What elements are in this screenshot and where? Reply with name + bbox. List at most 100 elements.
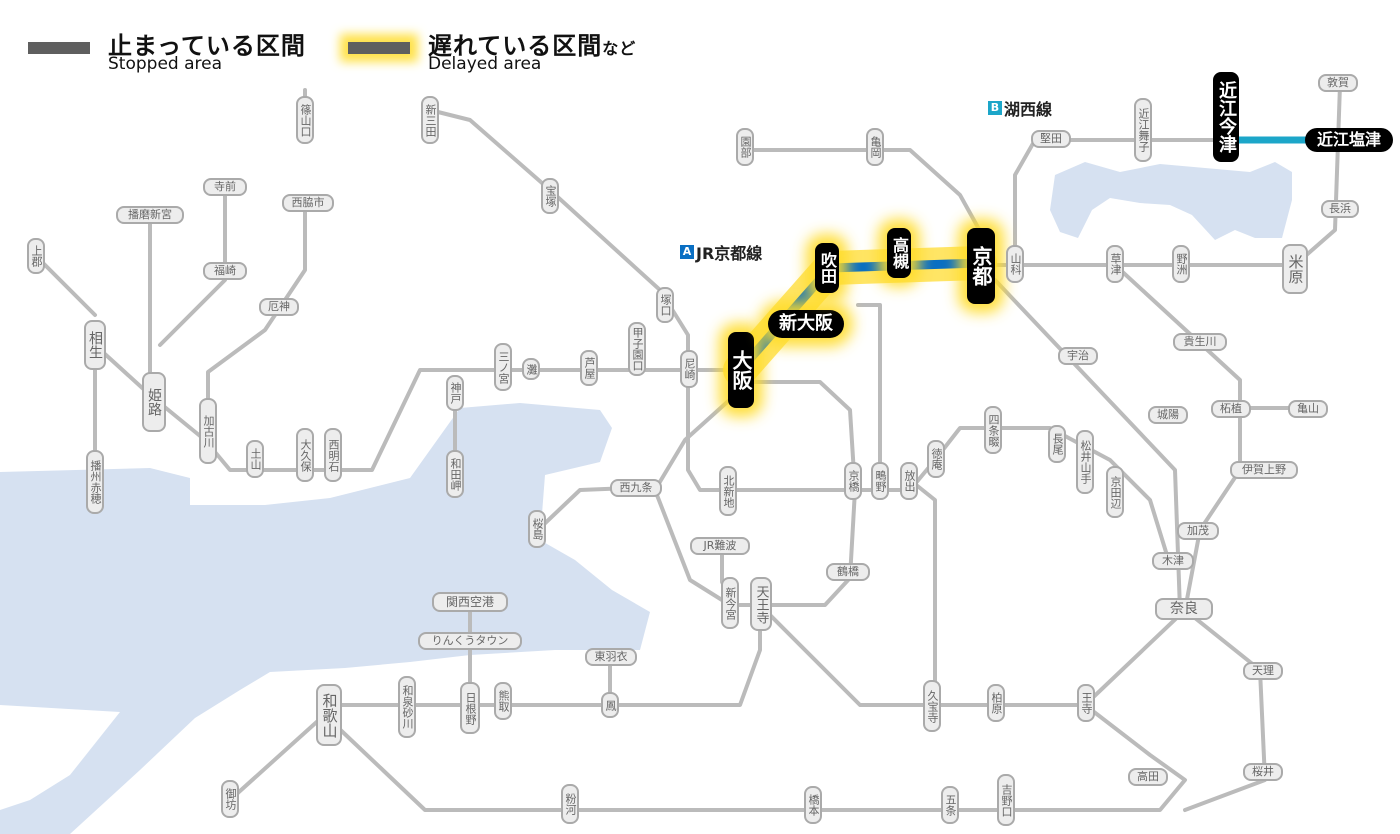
track-osaka-higashi (856, 303, 882, 492)
station-iga-ueno[interactable]: 伊賀上野 (1230, 461, 1298, 479)
track-sanin (738, 148, 987, 242)
station-kibukawa[interactable]: 貴生川 (1173, 333, 1227, 351)
station-kameoka[interactable]: 亀岡 (866, 128, 884, 166)
station-sasayamaguchi[interactable]: 篠山口 (296, 96, 314, 144)
station-nada[interactable]: 灘 (522, 358, 540, 380)
track-tozai (686, 368, 882, 492)
station-omi-maiko[interactable]: 近江舞子 (1134, 98, 1152, 162)
station-kokawa[interactable]: 粉河 (561, 784, 579, 824)
station-shin-osaka[interactable]: 新大阪 (768, 310, 844, 338)
station-nishiwakishi[interactable]: 西脇市 (282, 194, 334, 212)
track-tokaido-east (978, 83, 1342, 267)
line-badge-a: A (680, 245, 694, 259)
station-hanaten[interactable]: 放出 (900, 462, 918, 500)
station-kusatsu[interactable]: 草津 (1106, 245, 1124, 283)
track-kosei (1013, 138, 1227, 267)
station-katata[interactable]: 堅田 (1031, 130, 1071, 148)
station-jr-namba[interactable]: JR難波 (690, 537, 750, 555)
station-wadamisaki[interactable]: 和田岬 (446, 450, 464, 498)
station-rinku-town[interactable]: りんくうタウン (418, 632, 522, 650)
station-kumatori[interactable]: 熊取 (494, 682, 512, 720)
station-kamigori[interactable]: 上郡 (27, 238, 45, 274)
station-fukusaki[interactable]: 福崎 (203, 262, 247, 280)
station-hineno[interactable]: 日根野 (460, 682, 480, 734)
station-otori[interactable]: 鳳 (601, 692, 619, 718)
station-nishikujo[interactable]: 西九条 (610, 479, 662, 497)
station-kashiwara[interactable]: 柏原 (987, 684, 1005, 722)
track-hanwa (328, 613, 762, 707)
legend-delayed-swatch (348, 42, 410, 54)
station-takatsuki[interactable]: 高槻 (887, 228, 911, 278)
legend-delayed-en: Delayed area (428, 54, 542, 74)
station-tokuan[interactable]: 徳庵 (927, 440, 945, 478)
station-kamo[interactable]: 加茂 (1177, 522, 1219, 540)
station-tennoji[interactable]: 天王寺 (750, 577, 772, 631)
station-ashiya[interactable]: 芦屋 (580, 350, 598, 386)
station-matsuiyamate[interactable]: 松井山手 (1076, 430, 1094, 494)
station-gobo[interactable]: 御坊 (221, 780, 239, 818)
station-gojo[interactable]: 五条 (941, 786, 959, 824)
station-koshienguchi[interactable]: 甲子園口 (628, 322, 646, 376)
station-maibara[interactable]: 米原 (1282, 244, 1308, 294)
station-suita[interactable]: 吹田 (815, 243, 839, 293)
station-sakurajima[interactable]: 桜島 (528, 510, 546, 548)
station-tsuchiyama[interactable]: 土山 (246, 440, 264, 478)
station-izumisunagawa[interactable]: 和泉砂川 (398, 676, 416, 738)
station-shin-imamiya[interactable]: 新今宮 (721, 577, 739, 629)
track-kansai-main (1183, 608, 1267, 812)
station-tsuge[interactable]: 柘植 (1211, 400, 1251, 418)
station-yoshinoguchi[interactable]: 吉野口 (997, 774, 1015, 826)
station-kyoto[interactable]: 京都 (967, 228, 995, 304)
station-kobe[interactable]: 神戸 (446, 375, 464, 411)
line-label-kyoto[interactable]: A JR京都線 (680, 240, 762, 264)
station-kyotanabe[interactable]: 京田辺 (1106, 466, 1124, 518)
station-kizu[interactable]: 木津 (1152, 552, 1194, 570)
station-yamashina[interactable]: 山科 (1006, 245, 1024, 283)
station-tsuruga[interactable]: 敦賀 (1318, 74, 1358, 92)
station-tenri[interactable]: 天理 (1243, 662, 1283, 680)
station-uji[interactable]: 宇治 (1058, 347, 1098, 365)
station-omi-shiotsu[interactable]: 近江塩津 (1305, 128, 1393, 152)
station-himeji[interactable]: 姫路 (142, 372, 166, 432)
station-tsukaguchi[interactable]: 塚口 (656, 287, 674, 323)
station-kyuhoji[interactable]: 久宝寺 (923, 680, 941, 732)
station-oji[interactable]: 王寺 (1077, 684, 1095, 722)
station-aioi[interactable]: 相生 (84, 320, 106, 370)
station-yakujin[interactable]: 厄神 (259, 298, 299, 316)
station-hashimoto[interactable]: 橋本 (804, 786, 822, 824)
station-wakayama[interactable]: 和歌山 (316, 684, 342, 746)
station-sannomiya[interactable]: 三ノ宮 (494, 343, 512, 391)
station-sonobe[interactable]: 園部 (736, 128, 754, 166)
station-shigino[interactable]: 鴫野 (871, 462, 889, 500)
station-kix[interactable]: 関西空港 (432, 592, 508, 612)
bay-island (0, 705, 120, 810)
station-kitashinchi[interactable]: 北新地 (719, 466, 737, 516)
station-sakurai[interactable]: 桜井 (1243, 763, 1283, 781)
station-osaka[interactable]: 大阪 (728, 332, 754, 408)
station-higashihagoromo[interactable]: 東羽衣 (585, 648, 637, 666)
station-kyobashi[interactable]: 京橋 (844, 462, 862, 500)
station-nara[interactable]: 奈良 (1155, 598, 1213, 620)
legend-stopped-en: Stopped area (108, 54, 223, 74)
station-shijonawate[interactable]: 四条畷 (984, 406, 1002, 454)
station-joyo[interactable]: 城陽 (1148, 406, 1188, 424)
station-shinsanda[interactable]: 新三田 (421, 96, 439, 144)
station-kameyama[interactable]: 亀山 (1288, 400, 1328, 418)
station-takada[interactable]: 高田 (1128, 768, 1168, 786)
station-okubo[interactable]: 大久保 (296, 428, 314, 482)
station-amagasaki[interactable]: 尼崎 (680, 350, 698, 388)
track-hanaten-kyuhoji (908, 478, 937, 707)
station-kakogawa[interactable]: 加古川 (199, 398, 217, 464)
station-omi-imazu[interactable]: 近江今津 (1213, 72, 1239, 162)
station-banshuako[interactable]: 播州赤穂 (86, 450, 104, 514)
station-takarazuka[interactable]: 宝塚 (541, 178, 559, 214)
line-name-kyoto: JR京都線 (696, 244, 763, 263)
line-label-kosei[interactable]: B 湖西線 (988, 96, 1052, 120)
line-name-kosei: 湖西線 (1004, 100, 1053, 119)
station-teramae[interactable]: 寺前 (203, 178, 247, 196)
station-nagao[interactable]: 長尾 (1048, 425, 1066, 463)
legend-stopped-ja: 止まっている区間 (108, 32, 306, 60)
station-harimashinmiya[interactable]: 播磨新宮 (116, 206, 184, 224)
station-yasu[interactable]: 野洲 (1172, 245, 1190, 283)
station-nishiakashi[interactable]: 西明石 (324, 428, 342, 482)
